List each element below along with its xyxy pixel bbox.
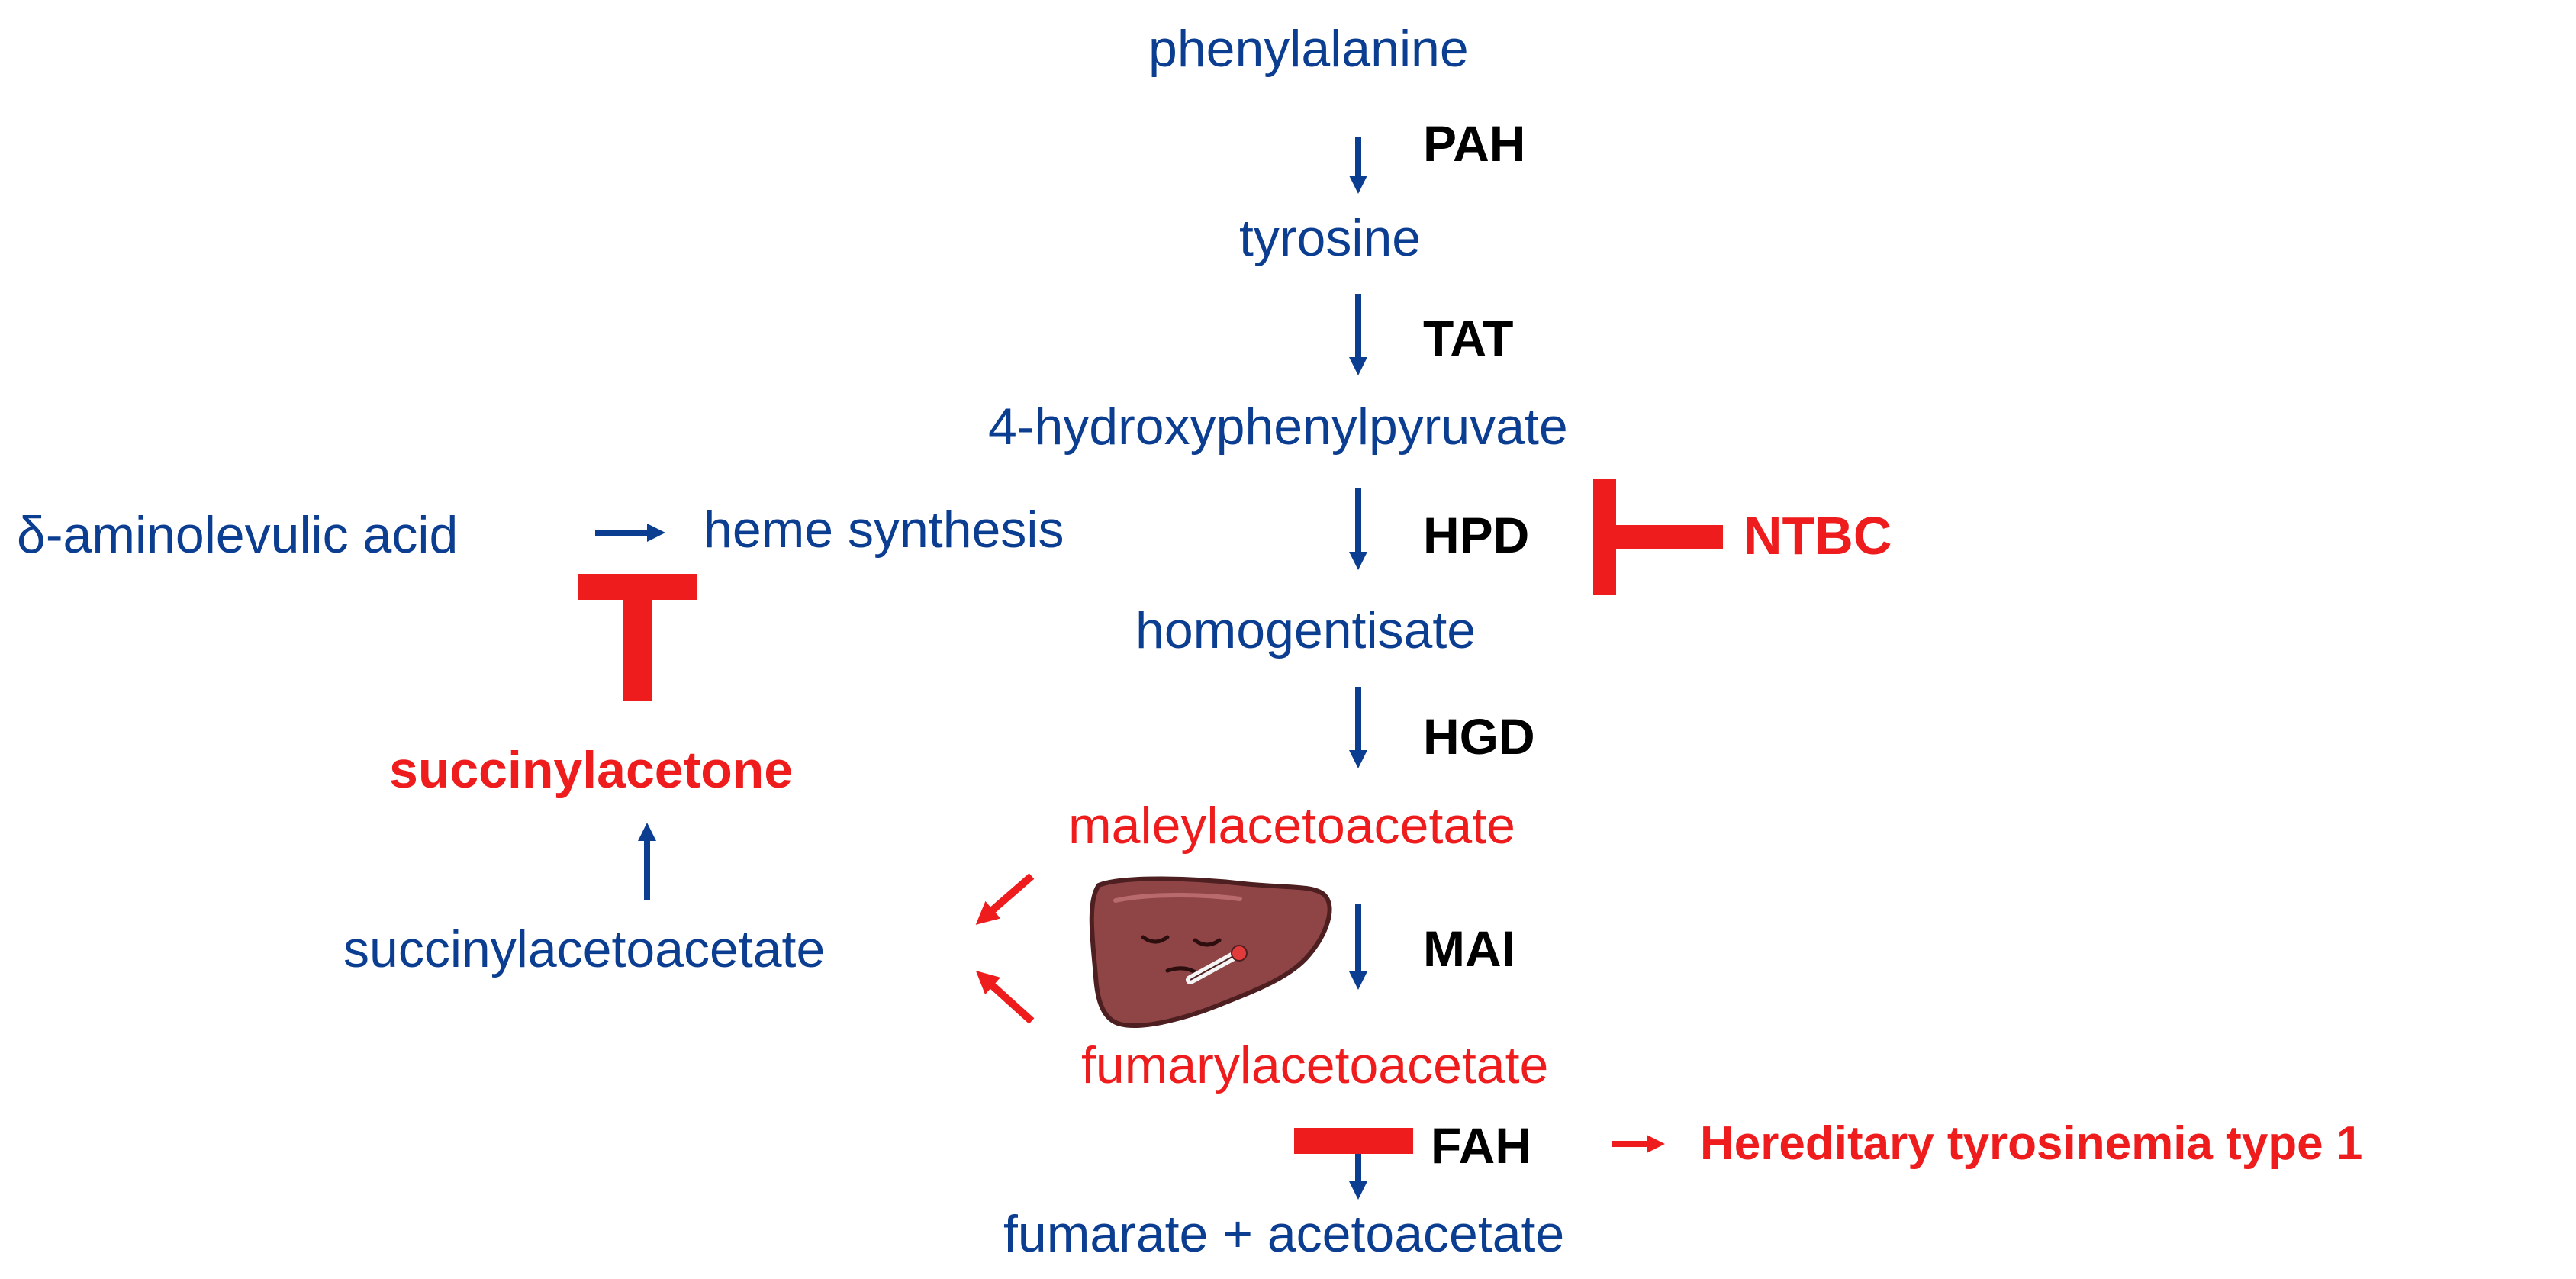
succinylacetone-inhibition-bar-icon xyxy=(578,574,697,701)
arrow-fumarylacetoacetate-to-succinylacetoacetate xyxy=(975,970,1035,1024)
metabolite-fumarate-acetoacetate: fumarate + acetoacetate xyxy=(1003,1205,1565,1263)
disease-hereditary-tyrosinemia-type-1: Hereditary tyrosinemia type 1 xyxy=(1700,1117,2363,1170)
metabolite-phenylalanine: phenylalanine xyxy=(1148,20,1469,78)
metabolite-succinylacetoacetate: succinylacetoacetate xyxy=(343,920,826,978)
sick-liver-icon xyxy=(1089,876,1332,1028)
metabolite-aminolevulinic-acid: δ-aminolevulic acid xyxy=(17,506,459,564)
metabolite-fumarylacetoacetate: fumarylacetoacetate xyxy=(1081,1036,1549,1094)
metabolite-maleylacetoacetate: maleylacetoacetate xyxy=(1068,797,1515,855)
metabolite-tyrosine: tyrosine xyxy=(1239,209,1422,267)
ntbc-inhibition-bar-icon xyxy=(1593,479,1723,595)
fah-block-bar-icon xyxy=(1294,1128,1413,1154)
enzyme-pah: PAH xyxy=(1423,115,1526,172)
metabolite-4-hydroxyphenylpyruvate: 4-hydroxyphenylpyruvate xyxy=(988,398,1568,456)
metabolite-homogentisate: homogentisate xyxy=(1135,601,1476,659)
metabolite-succinylacetone: succinylacetone xyxy=(389,741,794,799)
arrow-maleylacetoacetate-to-succinylacetoacetate xyxy=(975,873,1035,925)
enzyme-hgd: HGD xyxy=(1423,708,1535,765)
enzyme-fah: FAH xyxy=(1431,1117,1531,1174)
process-heme-synthesis: heme synthesis xyxy=(704,501,1064,559)
enzyme-tat: TAT xyxy=(1423,310,1514,366)
inhibitor-ntbc: NTBC xyxy=(1744,506,1892,565)
enzyme-mai: MAI xyxy=(1423,920,1515,977)
enzyme-hpd: HPD xyxy=(1423,507,1530,563)
